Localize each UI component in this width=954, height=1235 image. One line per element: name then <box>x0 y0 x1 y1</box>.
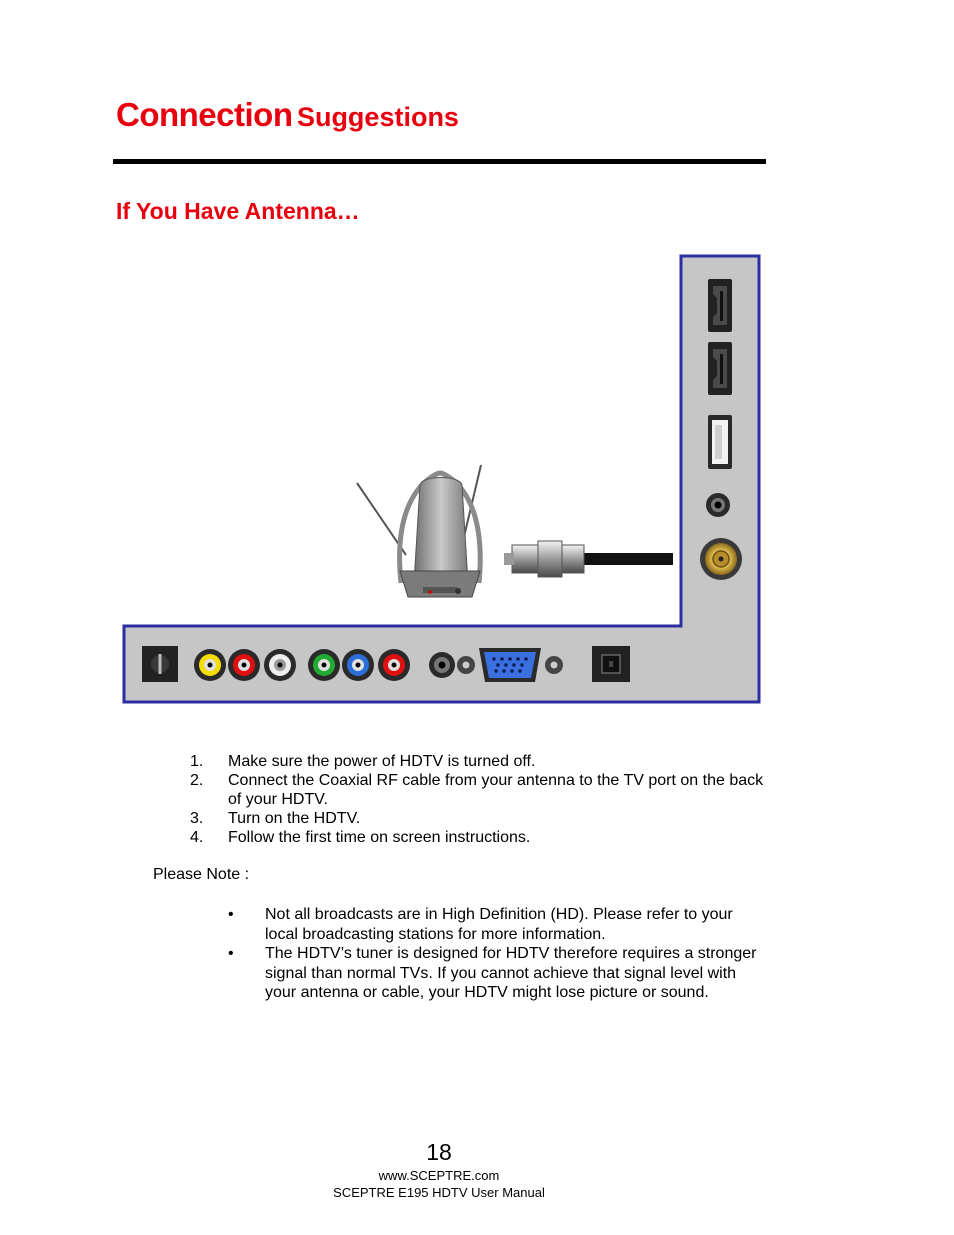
audio-jack-icon <box>429 652 455 678</box>
coaxial-rf-port-icon <box>700 538 742 580</box>
bullet-icon: • <box>228 906 234 923</box>
green-rca-icon <box>308 649 340 681</box>
note-bullets: •Not all broadcasts are in High Definiti… <box>228 905 760 1003</box>
bullet-icon: • <box>228 945 234 962</box>
note-bullet-item: •The HDTV’s tuner is designed for HDTV t… <box>228 945 757 1001</box>
page-title-rest: Suggestions <box>296 102 459 132</box>
tv-back-panel <box>122 254 761 704</box>
power-port-icon <box>142 646 178 682</box>
step-item: 3.Turn on the HDTV. <box>190 810 361 827</box>
hdmi-port-icon <box>708 279 732 332</box>
note-bullet-item: •Not all broadcasts are in High Definiti… <box>228 906 733 943</box>
optical-port-icon <box>592 646 630 682</box>
page-number: 18 <box>426 1139 452 1165</box>
connection-diagram <box>122 254 761 704</box>
note-label: Please Note : <box>153 866 250 883</box>
vga-port-icon <box>457 648 563 682</box>
title-divider <box>113 159 766 164</box>
hdmi-port-icon <box>708 342 732 395</box>
step-item: 1.Make sure the power of HDTV is turned … <box>190 753 536 770</box>
step-item: 2.Connect the Coaxial RF cable from your… <box>190 772 764 808</box>
red-rca-icon <box>228 649 260 681</box>
footer-manual-title: SCEPTRE E195 HDTV User Manual <box>333 1185 545 1200</box>
indoor-antenna-icon <box>356 464 483 598</box>
red-rca-icon <box>378 649 410 681</box>
page-title: Connection Suggestions <box>116 96 459 134</box>
usb-port-icon <box>708 415 732 469</box>
white-rca-icon <box>264 649 296 681</box>
blue-rca-icon <box>342 649 374 681</box>
section-subtitle: If You Have Antenna… <box>116 198 360 224</box>
instruction-steps: 1.Make sure the power of HDTV is turned … <box>190 752 770 847</box>
page-title-main: Connection <box>116 96 293 133</box>
step-item: 4.Follow the first time on screen instru… <box>190 829 531 846</box>
coaxial-cable-icon <box>504 540 673 578</box>
yellow-rca-icon <box>194 649 226 681</box>
footer-url: www.SCEPTRE.com <box>378 1168 500 1183</box>
audio-jack-icon <box>706 493 730 517</box>
